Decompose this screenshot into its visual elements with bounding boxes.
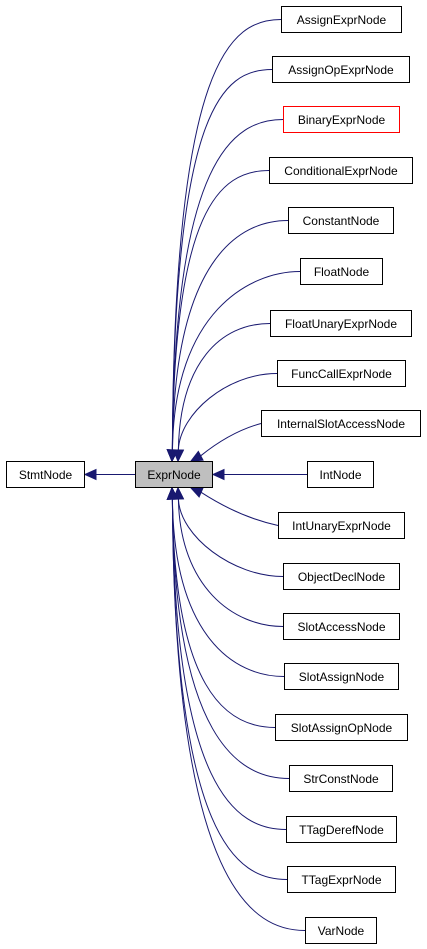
edge-conditionalexprnode [171,170,270,451]
edge-varnode [171,498,306,931]
node-slotassignopnode[interactable]: SlotAssignOpNode [275,714,408,741]
edge-slotaccessnode [177,498,284,627]
node-ttagderefnode[interactable]: TTagDerefNode [286,816,397,843]
node-conditionalexprnode[interactable]: ConditionalExprNode [269,157,413,184]
node-varnode[interactable]: VarNode [305,917,377,944]
node-objectdeclnode[interactable]: ObjectDeclNode [283,563,400,590]
edge-floatnode [171,271,301,451]
edge-slotassignnode [171,498,285,677]
arrowhead-internalslotaccessnode [189,450,204,462]
edge-floatunaryexprnode [177,323,271,451]
node-assignexprnode[interactable]: AssignExprNode [281,6,402,33]
node-slotassignnode[interactable]: SlotAssignNode [284,663,399,690]
edge-ttagexprnode [171,498,288,880]
node-floatunaryexprnode[interactable]: FloatUnaryExprNode [270,310,412,337]
edge-ttagderefnode [171,498,287,830]
edge-constantnode [171,220,289,451]
node-internalslotaccessnode[interactable]: InternalSlotAccessNode [261,410,421,437]
edge-strconstnode [171,498,290,779]
edge-objectdeclnode [177,498,284,577]
arrowhead-exprnode-to-stmtnode [83,468,97,481]
edge-binaryexprnode [171,119,284,451]
edge-assignexprnode [171,19,282,451]
edge-intunaryexprnode [200,491,279,526]
arrowhead-intnode [211,468,225,481]
node-intnode[interactable]: IntNode [307,461,374,488]
edge-slotassignopnode [171,498,276,728]
node-slotaccessnode[interactable]: SlotAccessNode [283,613,400,640]
node-ttagexprnode[interactable]: TTagExprNode [287,866,396,893]
edge-assignopexprnode [171,69,273,451]
node-strconstnode[interactable]: StrConstNode [289,765,393,792]
node-constantnode[interactable]: ConstantNode [288,207,394,234]
node-floatnode[interactable]: FloatNode [300,258,383,285]
node-exprnode-current: ExprNode [135,461,213,488]
node-assignopexprnode[interactable]: AssignOpExprNode [272,56,410,83]
node-binaryexprnode[interactable]: BinaryExprNode [283,106,400,133]
node-intunaryexprnode[interactable]: IntUnaryExprNode [278,512,405,539]
node-funccallexprnode[interactable]: FuncCallExprNode [277,360,406,387]
edge-internalslotaccessnode [200,423,262,457]
node-stmtnode[interactable]: StmtNode [6,461,85,488]
edge-funccallexprnode [177,373,278,451]
